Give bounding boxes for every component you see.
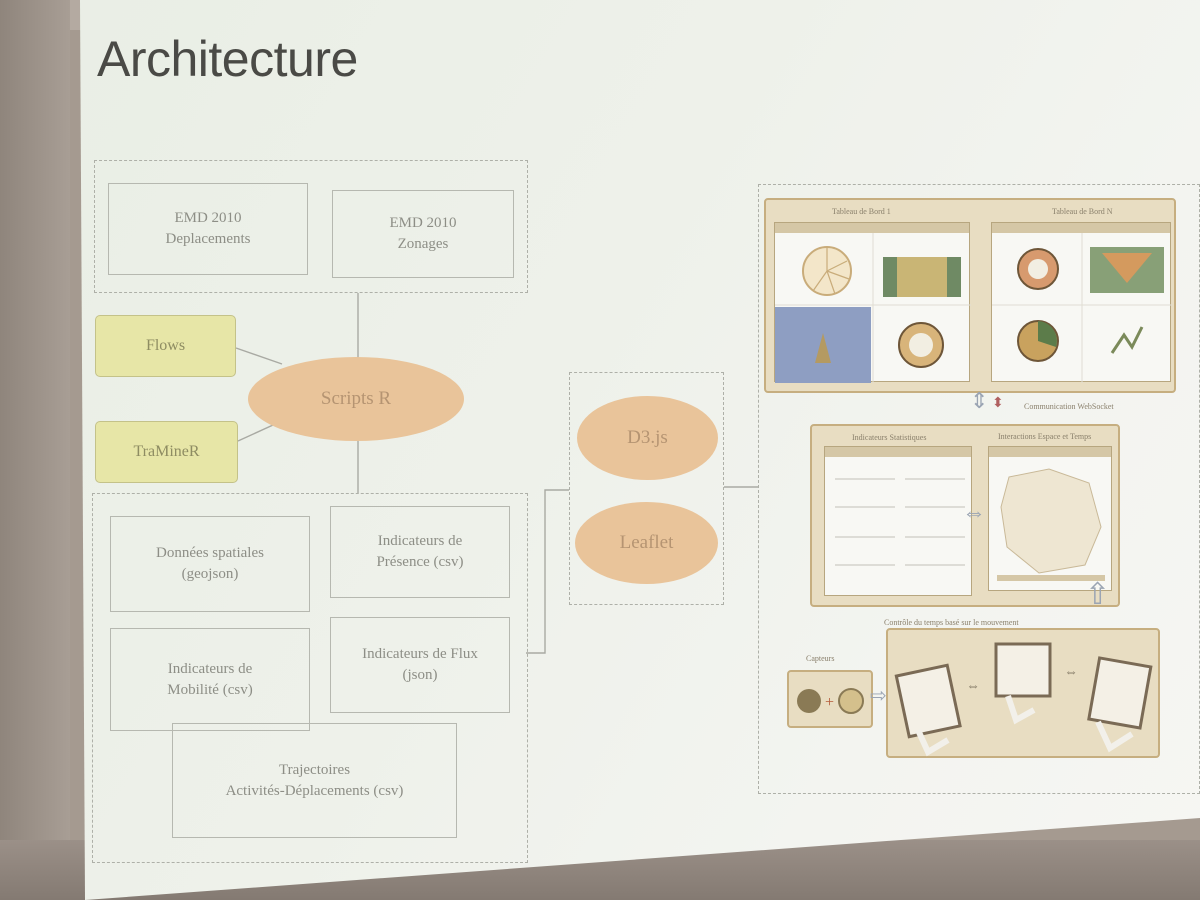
double-arrow-icon: ⇕ [970,388,989,413]
right-arrow-icon: ⇨ [870,685,887,707]
line-flows-to-scripts [235,347,283,365]
horizontal-double-arrow-icon: ⇔ [962,500,986,526]
sources-group [94,160,528,293]
panel-toolbar [989,447,1111,457]
network-chart [1110,326,1144,354]
tableau-1-label: Tableau de Bord 1 [832,207,891,216]
panel-toolbar [992,223,1170,233]
leaflet-oval: Leaflet [575,502,718,584]
panel-toolbar [825,447,971,457]
indicators-frame: Indicateurs Statistiques Interactions Es… [810,424,1120,607]
tableau-n-label: Tableau de Bord N [1052,207,1113,216]
line-outputs-to-libraries [526,489,569,654]
panel-toolbar [775,223,969,233]
dashboards-frame: Tableau de Bord 1 Tableau de Bord N [764,198,1176,393]
plus-icon: + [825,694,834,711]
interactions-panel [988,446,1112,591]
controle-label: Contrôle du temps basé sur le mouvement [884,618,1019,627]
tableau-n-panel [991,222,1172,383]
indicateurs-plots [835,478,965,566]
sensors-box: + [787,670,873,728]
indicateurs-label: Indicateurs Statistiques [852,433,927,442]
source-box-emd-zonages: EMD 2010 Zonages [332,190,514,278]
interactions-map [997,468,1105,581]
slide-title: Architecture [97,31,358,87]
tableau-1-panel [774,222,971,383]
tableau-n-thumbnails [992,233,1172,383]
svg-text:⇔: ⇔ [966,679,980,694]
output-box-donnees-spatiales: Données spatiales (geojson) [110,516,310,612]
output-box-indicateurs-mobilite: Indicateurs de Mobilité (csv) [110,628,310,731]
gyroscope-icon [838,688,864,714]
indicateurs-panel [824,446,972,596]
capteurs-label: Capteurs [806,654,835,663]
libraries-group [569,372,724,605]
source-box-emd-deplacements: EMD 2010 Deplacements [108,183,308,275]
output-box-indicateurs-flux: Indicateurs de Flux (json) [330,617,510,713]
websocket-label: Communication WebSocket [1024,402,1114,411]
interactions-label: Interactions Espace et Temps [998,432,1092,441]
websocket-icon: ⬍ [992,396,1004,411]
tablet-gestures-illustration: ⇔ ⇔ [894,642,1153,757]
d3-oval: D3.js [577,396,718,480]
scripts-r-oval: Scripts R [248,357,464,441]
tableau-1-thumbnails [775,233,971,383]
outputs-group [92,493,528,863]
package-box-flows: Flows [95,315,236,377]
up-arrow-icon: ⇧ [1085,578,1111,611]
motion-control-frame: ⇔ ⇔ [886,628,1160,758]
output-box-indicateurs-presence: Indicateurs de Présence (csv) [330,506,510,598]
sensor-icons: + [797,688,864,714]
wall-left [0,0,70,900]
package-box-traminer: TraMineR [95,421,238,483]
svg-text:⇔: ⇔ [1064,665,1078,680]
output-box-trajectoires: Trajectoires Activités-Déplacements (csv… [172,723,457,838]
compass-icon [797,689,821,713]
